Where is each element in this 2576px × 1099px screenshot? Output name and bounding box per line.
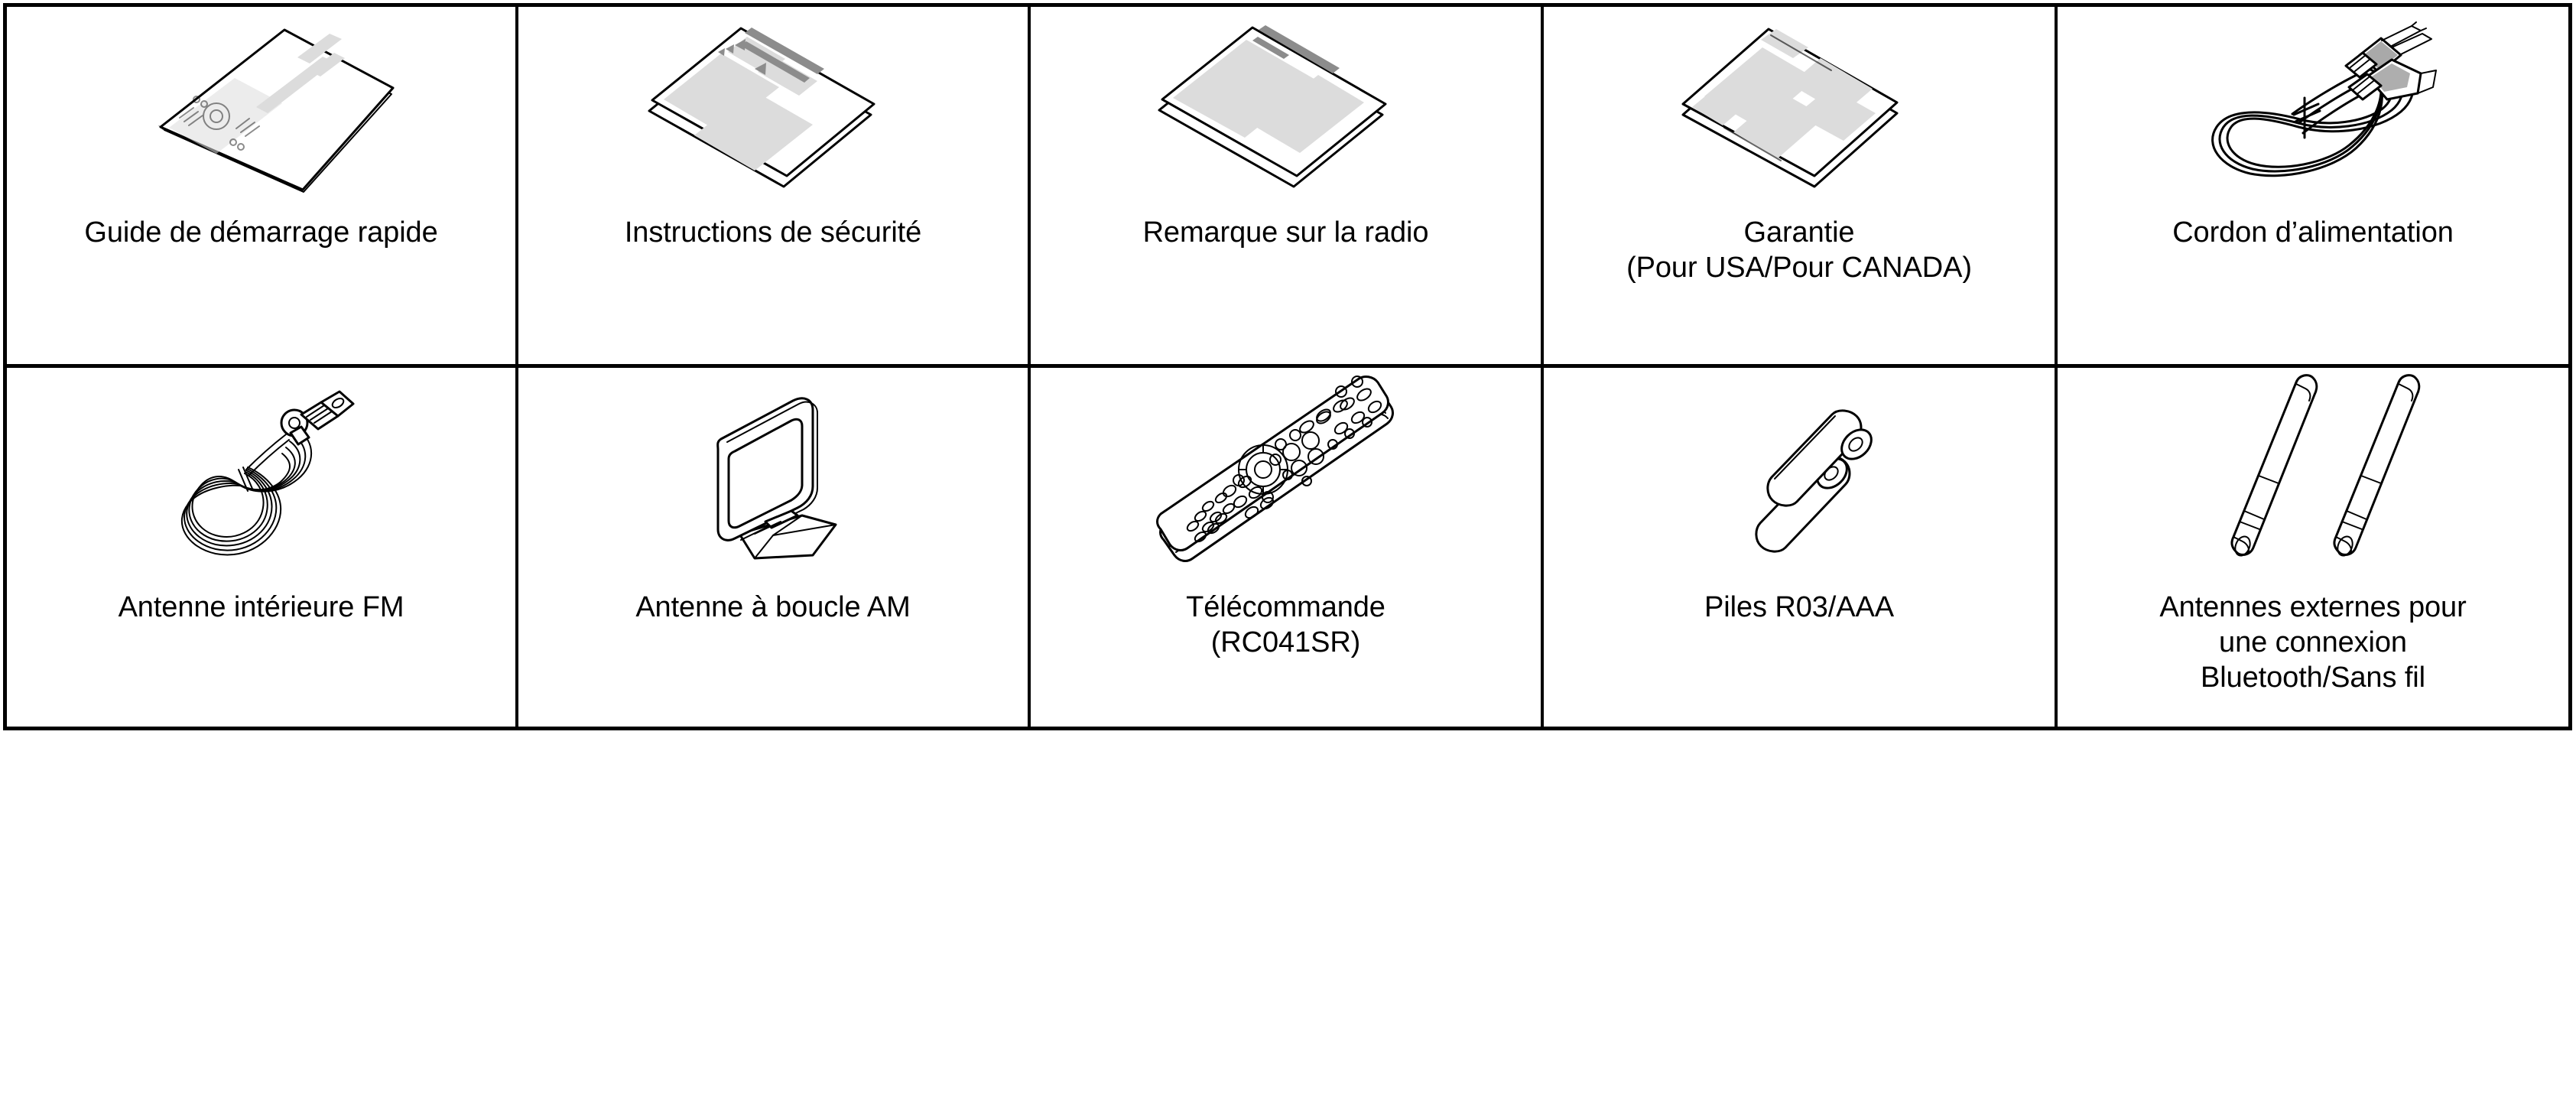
aaa-batteries-icon [1755,409,1873,553]
safety-instructions-sheets-icon [648,27,875,188]
art-wrap [1544,368,2055,582]
accessory-cell-safety-instructions: Instructions de sécurité [518,7,1031,364]
accessory-label: Antenne intérieure FM [118,590,404,623]
art-wrap [518,7,1028,212]
accessory-cell-power-cord: Cordon d’alimentation [2058,7,2568,364]
am-loop-antenna-icon [716,396,837,560]
art-wrap [2058,368,2568,582]
accessory-label: Télécommande (RC041SR) [1186,590,1385,658]
accessory-cell-batteries: Piles R03/AAA [1544,367,2058,727]
quick-start-guide-booklet-icon [158,28,394,193]
accessory-cell-external-antennas: Antennes externes pour une connexion Blu… [2058,368,2568,727]
accessory-label: Antenne à boucle AM [635,590,911,623]
external-antennas-icon [2230,373,2421,557]
art-wrap [1544,7,2055,212]
accessory-cell-fm-antenna: Antenne intérieure FM [7,367,518,727]
accessory-cell-warranty: Garantie (Pour USA/Pour CANADA) [1544,7,2058,364]
accessory-cell-remote-control: Télécommande (RC041SR) [1031,367,1544,727]
accessory-label: Piles R03/AAA [1704,590,1894,623]
art-wrap [7,7,515,212]
art-wrap [7,368,515,582]
accessory-label: Cordon d’alimentation [2172,216,2454,249]
accessory-cell-quick-start-guide: Guide de démarrage rapide [7,7,518,364]
power-cord-icon [2211,21,2437,177]
accessory-cell-radio-notice: Remarque sur la radio [1031,7,1544,364]
art-wrap [2058,7,2568,212]
remote-control-icon [1155,375,1394,562]
art-wrap [1031,368,1541,582]
fm-indoor-antenna-icon [180,390,354,555]
accessory-label: Garantie (Pour USA/Pour CANADA) [1626,216,1972,284]
table-row: Antenne intérieure FM [7,367,2568,727]
table-row: Guide de démarrage rapide [7,7,2568,368]
art-wrap [518,368,1028,582]
accessory-label: Guide de démarrage rapide [84,216,438,249]
accessory-cell-am-loop-antenna: Antenne à boucle AM [518,367,1031,727]
radio-notice-sheets-icon [1158,25,1386,188]
accessory-label: Antennes externes pour une connexion Blu… [2159,590,2467,694]
warranty-sheets-icon [1681,28,1899,188]
accessories-table: Guide de démarrage rapide [3,3,2572,730]
art-wrap [1031,7,1541,212]
accessory-label: Remarque sur la radio [1142,216,1429,249]
accessory-label: Instructions de sécurité [624,216,922,249]
